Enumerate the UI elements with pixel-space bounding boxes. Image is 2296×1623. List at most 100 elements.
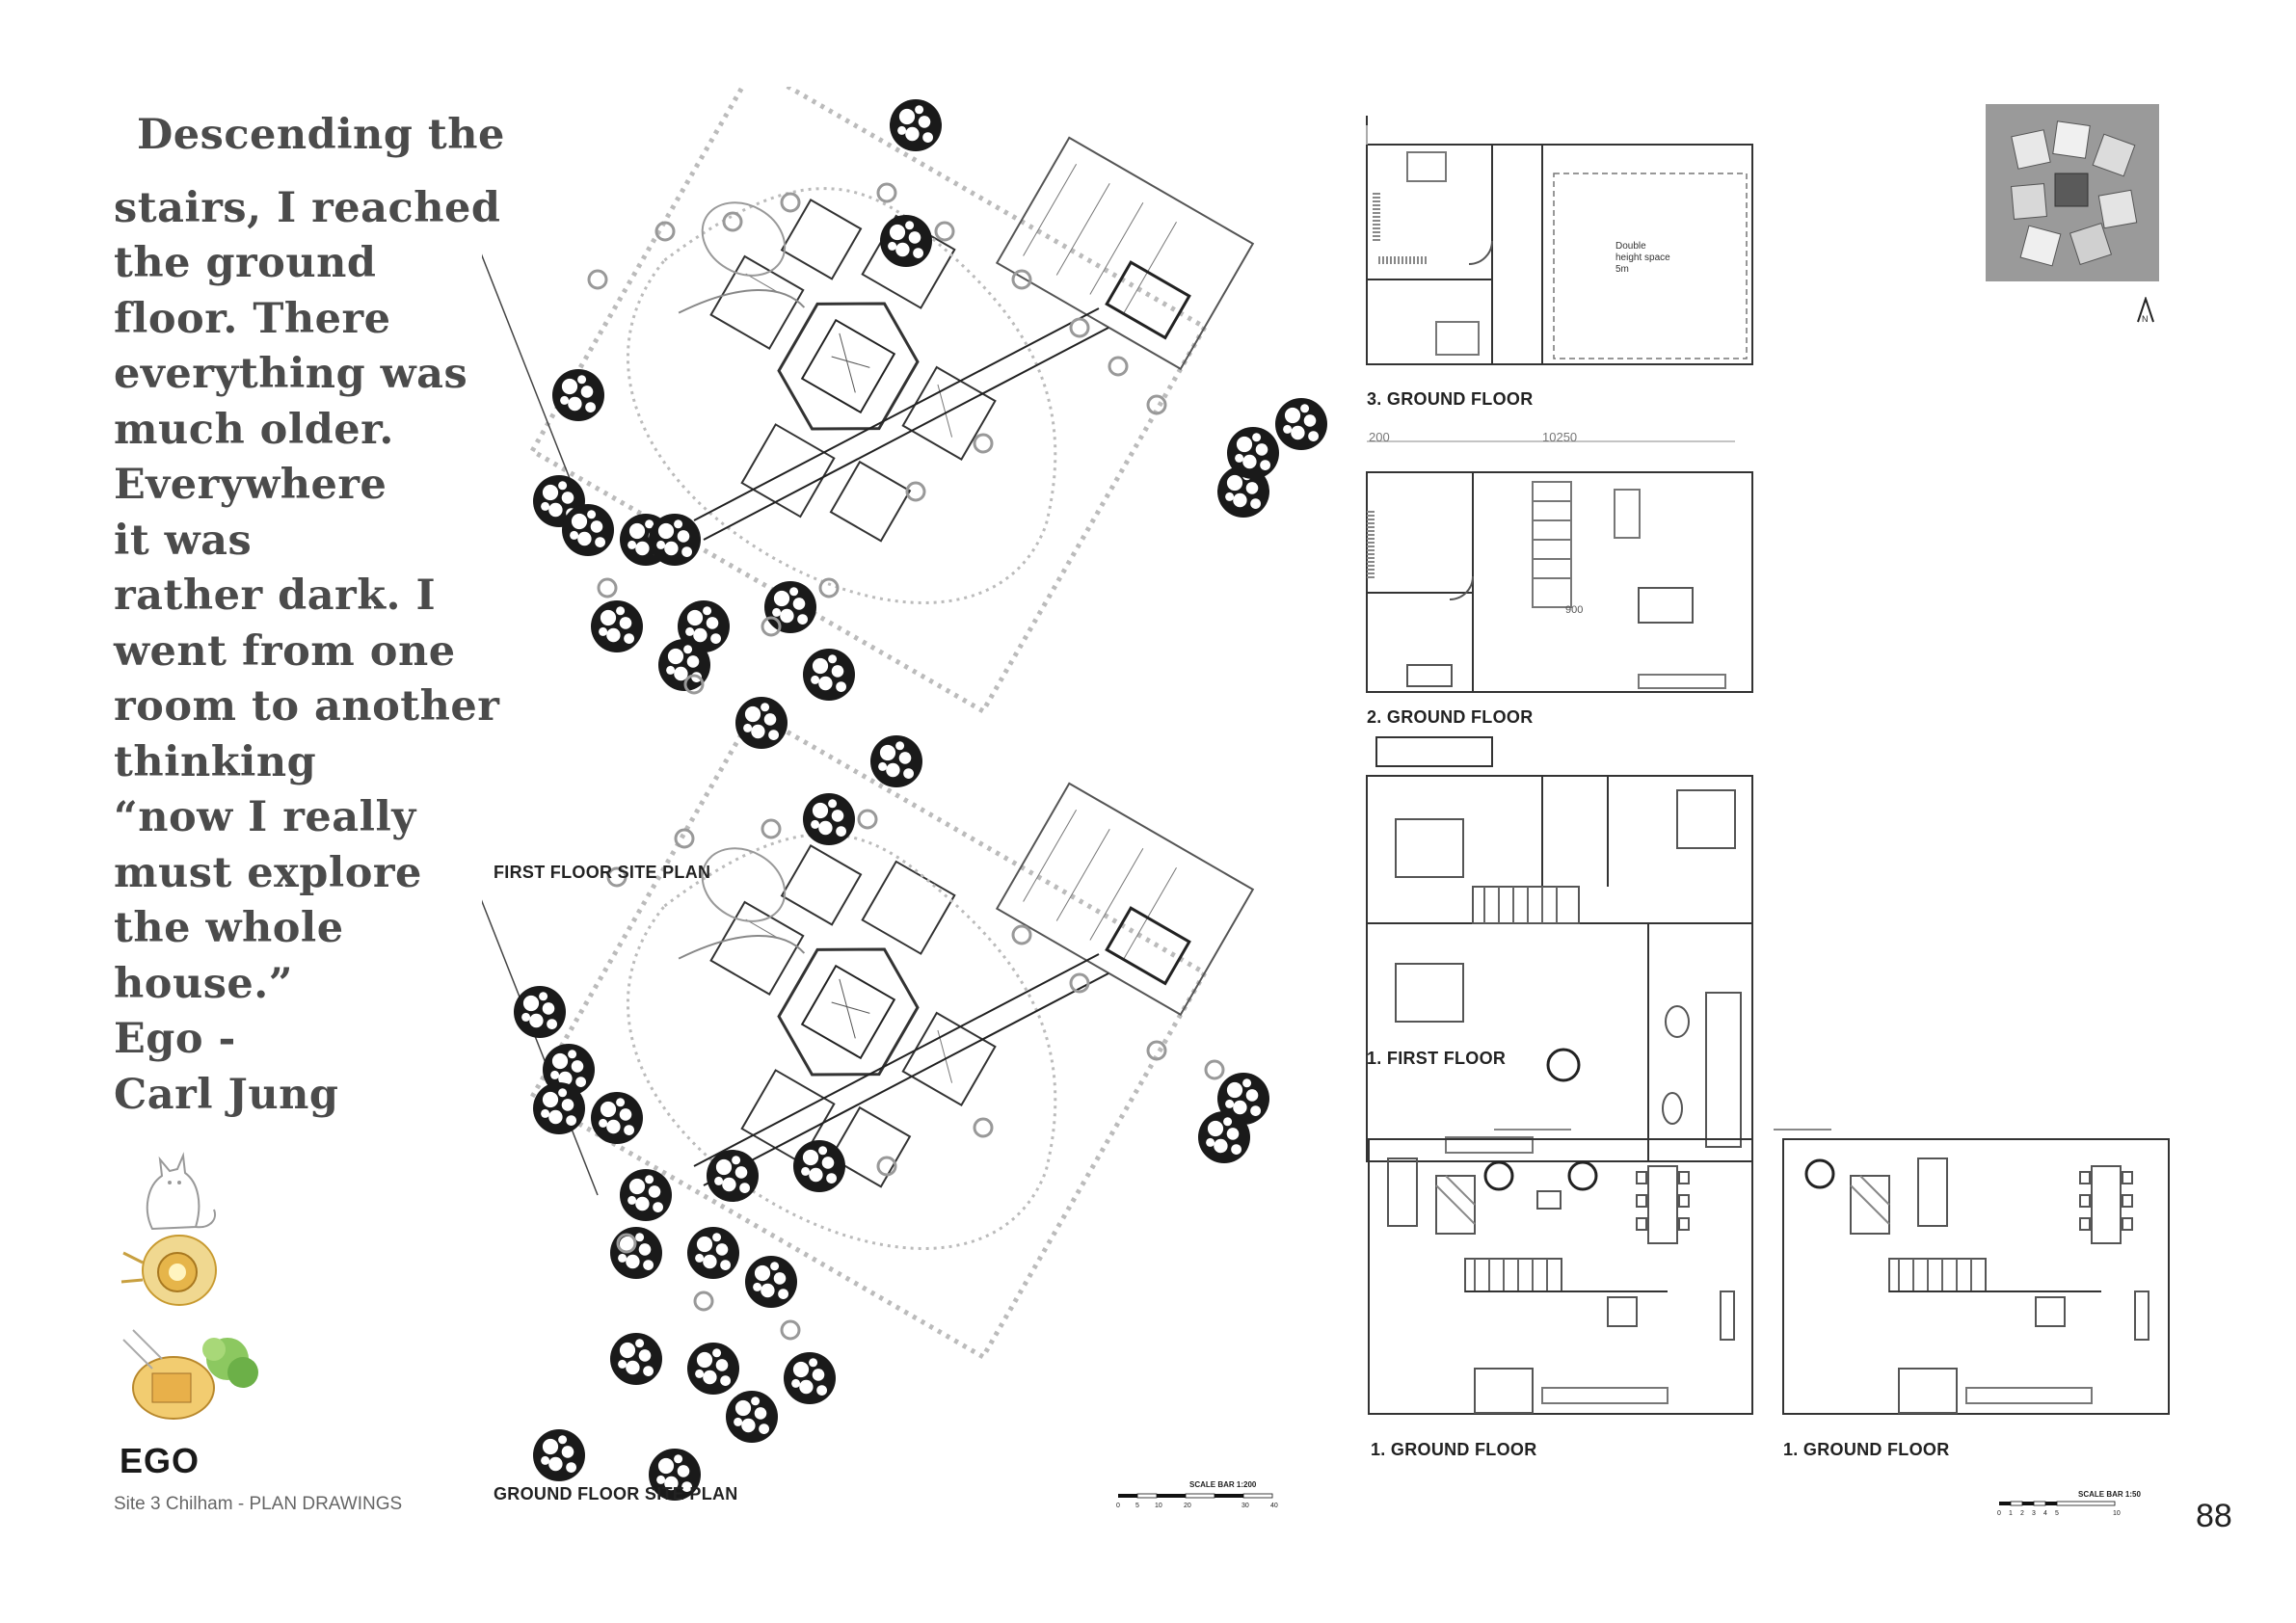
tree-symbol <box>610 1227 662 1279</box>
tree-symbol <box>793 1140 845 1192</box>
tree-symbol <box>890 99 942 151</box>
shrub-symbol <box>587 269 608 290</box>
site-scale-tick: 40 <box>1270 1503 1278 1509</box>
page-number: 88 <box>2196 1498 2232 1534</box>
colored-sketch <box>122 1329 258 1420</box>
tree-symbol <box>707 1150 759 1202</box>
quote-line: the whole <box>114 904 344 952</box>
plan-3-ground-floor <box>1366 116 1753 365</box>
shrub-symbol <box>1204 1059 1225 1080</box>
site-scale-tick: 5 <box>1135 1503 1139 1509</box>
floor-scale-tick: 1 <box>2009 1510 2013 1517</box>
site-scale-tick: 20 <box>1184 1503 1191 1509</box>
shrub-symbol <box>761 818 782 839</box>
shrub-symbol <box>1011 924 1032 945</box>
north-arrow-icon: N <box>2137 297 2154 324</box>
shrub-symbol <box>674 828 695 849</box>
shrub-symbol <box>1069 317 1090 338</box>
quote-line: Ego - <box>114 1015 236 1063</box>
tree-symbol <box>649 514 701 566</box>
site-scale-tick: 30 <box>1241 1503 1249 1509</box>
site-plans-drawing <box>482 87 1327 1501</box>
tree-symbol <box>803 793 855 845</box>
tree-symbol <box>1275 398 1327 450</box>
quote-line: everything was <box>114 350 468 398</box>
tree-symbol <box>533 1429 585 1481</box>
quote-line: rather dark. I <box>114 572 437 620</box>
tree-symbol <box>803 649 855 701</box>
tree-symbol <box>870 735 922 787</box>
plan-1-ground-floor-a <box>1368 1129 1753 1415</box>
dim-900: 900 <box>1565 604 1583 616</box>
floor-scale-bar-title: SCALE BAR 1:50 <box>2078 1490 2141 1499</box>
floor-scale-tick: 4 <box>2043 1510 2047 1517</box>
quote-line: must explore <box>114 848 422 897</box>
page-title: EGO <box>120 1441 200 1480</box>
tree-symbol <box>687 1227 739 1279</box>
plan-1-first-floor <box>1366 736 1753 1162</box>
tree-symbol <box>784 1352 836 1404</box>
tree-symbol <box>726 1391 778 1443</box>
tree-symbol <box>745 1256 797 1308</box>
plan-1-ground-floor-a-label: 1. GROUND FLOOR <box>1371 1440 1537 1459</box>
quote-line: it was <box>114 516 253 565</box>
floor-scale-tick: 2 <box>2020 1510 2024 1517</box>
site-scale-tick: 10 <box>1155 1503 1162 1509</box>
shrub-symbol <box>818 577 840 599</box>
dim-200: 200 <box>1369 430 1390 444</box>
shrub-symbol <box>1108 356 1129 377</box>
tree-symbol <box>880 215 932 267</box>
plan-3-label: 3. GROUND FLOOR <box>1367 389 1534 409</box>
first-floor-site-plan-label: FIRST FLOOR SITE PLAN <box>494 863 711 882</box>
model-photo <box>1986 104 2159 281</box>
shrub-symbol <box>973 1117 994 1138</box>
cat-sketch <box>146 1152 216 1231</box>
shrub-symbol <box>780 1319 801 1341</box>
quote-line: house.” <box>114 959 293 1008</box>
north-label: N <box>2142 314 2149 324</box>
tree-symbol <box>735 697 788 749</box>
ground-floor-site-plan <box>482 629 1253 1357</box>
quote-line: Descending the <box>137 111 505 159</box>
shrub-symbol <box>780 192 801 213</box>
double-height-note-2: height space <box>1615 253 1670 263</box>
floor-scale-tick: 5 <box>2055 1510 2059 1517</box>
plan-1-ground-floor-b-label: 1. GROUND FLOOR <box>1783 1440 1950 1459</box>
orange-sketch <box>120 1235 217 1306</box>
dim-10250: 10250 <box>1542 430 1577 444</box>
shrub-symbol <box>973 433 994 454</box>
shrub-symbol <box>1011 269 1032 290</box>
tree-symbol <box>591 1092 643 1144</box>
quote-line: thinking <box>114 737 317 786</box>
tree-symbol <box>1227 427 1279 479</box>
double-height-note-3: 5m <box>1615 264 1629 275</box>
site-scale-tick: 0 <box>1116 1503 1120 1509</box>
site-scale-bar: SCALE BAR 1:200 0 5 10 20 30 40 <box>1116 1480 1278 1509</box>
quote-line: the ground <box>114 239 377 287</box>
tree-symbol <box>533 1082 585 1134</box>
shrub-symbol <box>876 182 897 203</box>
plan-1-ground-floor-b <box>1774 1129 2170 1415</box>
tree-symbol <box>552 369 604 421</box>
quote-line: “now I really <box>114 793 416 841</box>
page-subtitle: Site 3 Chilham - PLAN DRAWINGS <box>114 1494 403 1514</box>
floor-scale-tick: 0 <box>1997 1510 2001 1517</box>
tree-symbol <box>687 1343 739 1395</box>
double-height-note-1: Double <box>1615 241 1646 252</box>
plan-2-label: 2. GROUND FLOOR <box>1367 707 1534 727</box>
tree-symbol <box>562 504 614 556</box>
shrub-symbol <box>693 1290 714 1312</box>
quote-line: Everywhere <box>114 461 387 509</box>
tree-symbol <box>610 1333 662 1385</box>
tree-symbol <box>514 986 566 1038</box>
quote-line: floor. There <box>114 294 391 343</box>
plan-2-ground-floor <box>1366 440 1753 693</box>
shrub-symbol <box>597 577 618 599</box>
tree-symbol <box>1198 1111 1250 1163</box>
site-scale-bar-title: SCALE BAR 1:200 <box>1189 1480 1257 1489</box>
floor-scale-tick: 10 <box>2113 1510 2121 1517</box>
plan-1-first-floor-label: 1. FIRST FLOOR <box>1367 1049 1507 1068</box>
quote-line: room to another <box>114 682 500 731</box>
